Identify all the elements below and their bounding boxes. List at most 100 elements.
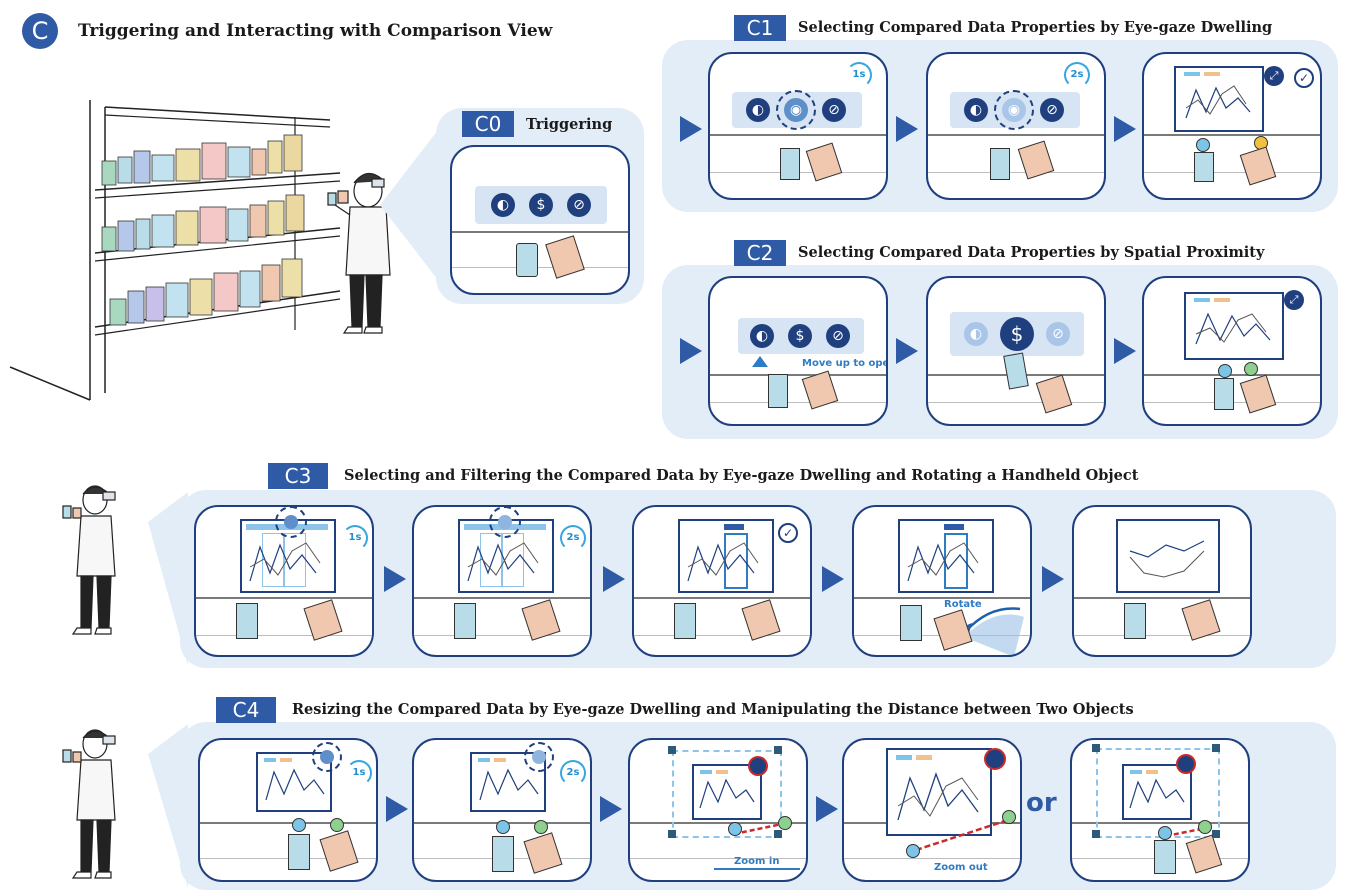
comparison-chart [256, 752, 332, 812]
c1-title: Selecting Compared Data Properties by Ey… [798, 19, 1273, 36]
handheld-product-cup [516, 243, 538, 277]
c4-step-arrow [600, 796, 622, 822]
c4-step-arrow [816, 796, 838, 822]
c4-title: Resizing the Compared Data by Eye-gaze D… [292, 701, 1134, 718]
pin-marker [496, 820, 510, 834]
c1-panel-3: ⤢ ✓ [1142, 52, 1322, 200]
rotate-gesture [962, 607, 1024, 655]
section-title: Triggering and Interacting with Comparis… [78, 21, 553, 41]
pin-marker [1244, 362, 1258, 376]
expand-icon [748, 756, 768, 776]
pin-marker [906, 844, 920, 858]
c3-tag: C3 [268, 463, 328, 489]
c4-callout-wedge [148, 724, 188, 888]
pin-marker [1218, 364, 1232, 378]
c1-step-arrow [680, 116, 702, 142]
resize-handle[interactable] [668, 746, 676, 754]
comparison-chart [1122, 764, 1192, 820]
c3-step-arrow [1042, 566, 1064, 592]
c3-callout-wedge [148, 492, 188, 666]
c2-step-arrow [680, 338, 702, 364]
tag-icon[interactable]: ⊘ [567, 193, 591, 217]
pin-marker [728, 822, 742, 836]
zoom-out-caption: Zoom out [934, 862, 988, 873]
c3-panel-4: Rotate [852, 505, 1032, 657]
gaze-ring [489, 507, 521, 538]
rotate-caption: Rotate [944, 599, 982, 610]
nutrition-icon[interactable]: ◐ [964, 98, 988, 122]
c4-panel-2: 2s [412, 738, 592, 882]
zoom-in-arrow [714, 868, 800, 870]
gaze-ring [524, 742, 554, 772]
nutrition-icon[interactable]: ◐ [746, 98, 770, 122]
comparison-chart [692, 764, 762, 820]
tag-icon[interactable]: ⊘ [826, 324, 850, 348]
expand-icon [1176, 754, 1196, 774]
comparison-chart [678, 519, 774, 593]
resize-handle[interactable] [1212, 744, 1220, 752]
resize-handle[interactable] [1092, 744, 1100, 752]
expand-icon[interactable]: ⤢ [1264, 66, 1284, 86]
c4-user-illustration [62, 729, 116, 879]
dollar-icon[interactable]: $ [1000, 317, 1034, 351]
gaze-ring [994, 90, 1034, 130]
c4-panel-4: Zoom out [842, 738, 1022, 882]
store-shelf-illustration [9, 100, 391, 401]
checkmark-icon: ✓ [1294, 68, 1314, 88]
c1-tag: C1 [734, 15, 786, 41]
nutrition-icon[interactable]: ◐ [750, 324, 774, 348]
checkmark-icon: ✓ [778, 523, 798, 543]
nutrition-icon[interactable]: ◐ [964, 322, 988, 346]
c3-panel-3: ✓ [632, 505, 812, 657]
nutrition-icon[interactable]: ◐ [491, 193, 515, 217]
resize-handle[interactable] [774, 746, 782, 754]
dwell-timer: 1s [846, 62, 872, 88]
c1-step-arrow [1114, 116, 1136, 142]
pin-marker [330, 818, 344, 832]
pin-marker [1158, 826, 1172, 840]
resize-frame [1096, 748, 1220, 838]
dollar-icon[interactable]: $ [788, 324, 812, 348]
c4-step-arrow [386, 796, 408, 822]
resize-handle[interactable] [1212, 830, 1220, 838]
comparison-chart [898, 519, 994, 593]
c2-panel-1: ◐ $ ⊘ Move up to open [708, 276, 888, 426]
c1-panel-2: ◐ ◉ ⊘ 2s [926, 52, 1106, 200]
c4-panel-3: Zoom in [628, 738, 808, 882]
pin-marker [778, 816, 792, 830]
tag-icon[interactable]: ⊘ [1046, 322, 1070, 346]
dwell-timer: 2s [1064, 62, 1090, 88]
expand-icon[interactable]: ⤢ [1284, 290, 1304, 310]
tag-icon[interactable]: ⊘ [822, 98, 846, 122]
dollar-icon[interactable]: $ [529, 193, 553, 217]
or-label: or [1026, 788, 1057, 818]
c3-step-arrow [603, 566, 625, 592]
data-property-menu: ◐ $ ⊘ [475, 186, 607, 224]
c0-callout-wedge [380, 130, 438, 280]
tag-icon[interactable]: ⊘ [1040, 98, 1064, 122]
zoom-in-caption: Zoom in [734, 856, 780, 867]
c3-user-illustration [62, 485, 116, 635]
c3-step-arrow [384, 566, 406, 592]
gaze-ring [275, 507, 307, 538]
c3-panel-5 [1072, 505, 1252, 657]
resize-handle[interactable] [1092, 830, 1100, 838]
c4-panel-5 [1070, 738, 1250, 882]
pin-marker [534, 820, 548, 834]
c0-tag: C0 [462, 111, 514, 137]
c2-panel-2: ◐ $ ⊘ [926, 276, 1106, 426]
c2-title: Selecting Compared Data Properties by Sp… [798, 244, 1265, 261]
gaze-ring [776, 90, 816, 130]
move-up-caption: Move up to open [802, 358, 888, 369]
gaze-ring [312, 742, 342, 772]
pin-marker [292, 818, 306, 832]
resize-handle[interactable] [774, 830, 782, 838]
dwell-timer: 1s [342, 525, 368, 551]
up-arrow-icon [752, 356, 768, 367]
resize-frame [672, 750, 782, 838]
handheld-product-bag [545, 235, 585, 279]
c0-panel: ◐ $ ⊘ [450, 145, 630, 295]
pin-marker [1196, 138, 1210, 152]
c1-panel-1: ◐ ◉ ⊘ 1s [708, 52, 888, 200]
resize-handle[interactable] [668, 830, 676, 838]
